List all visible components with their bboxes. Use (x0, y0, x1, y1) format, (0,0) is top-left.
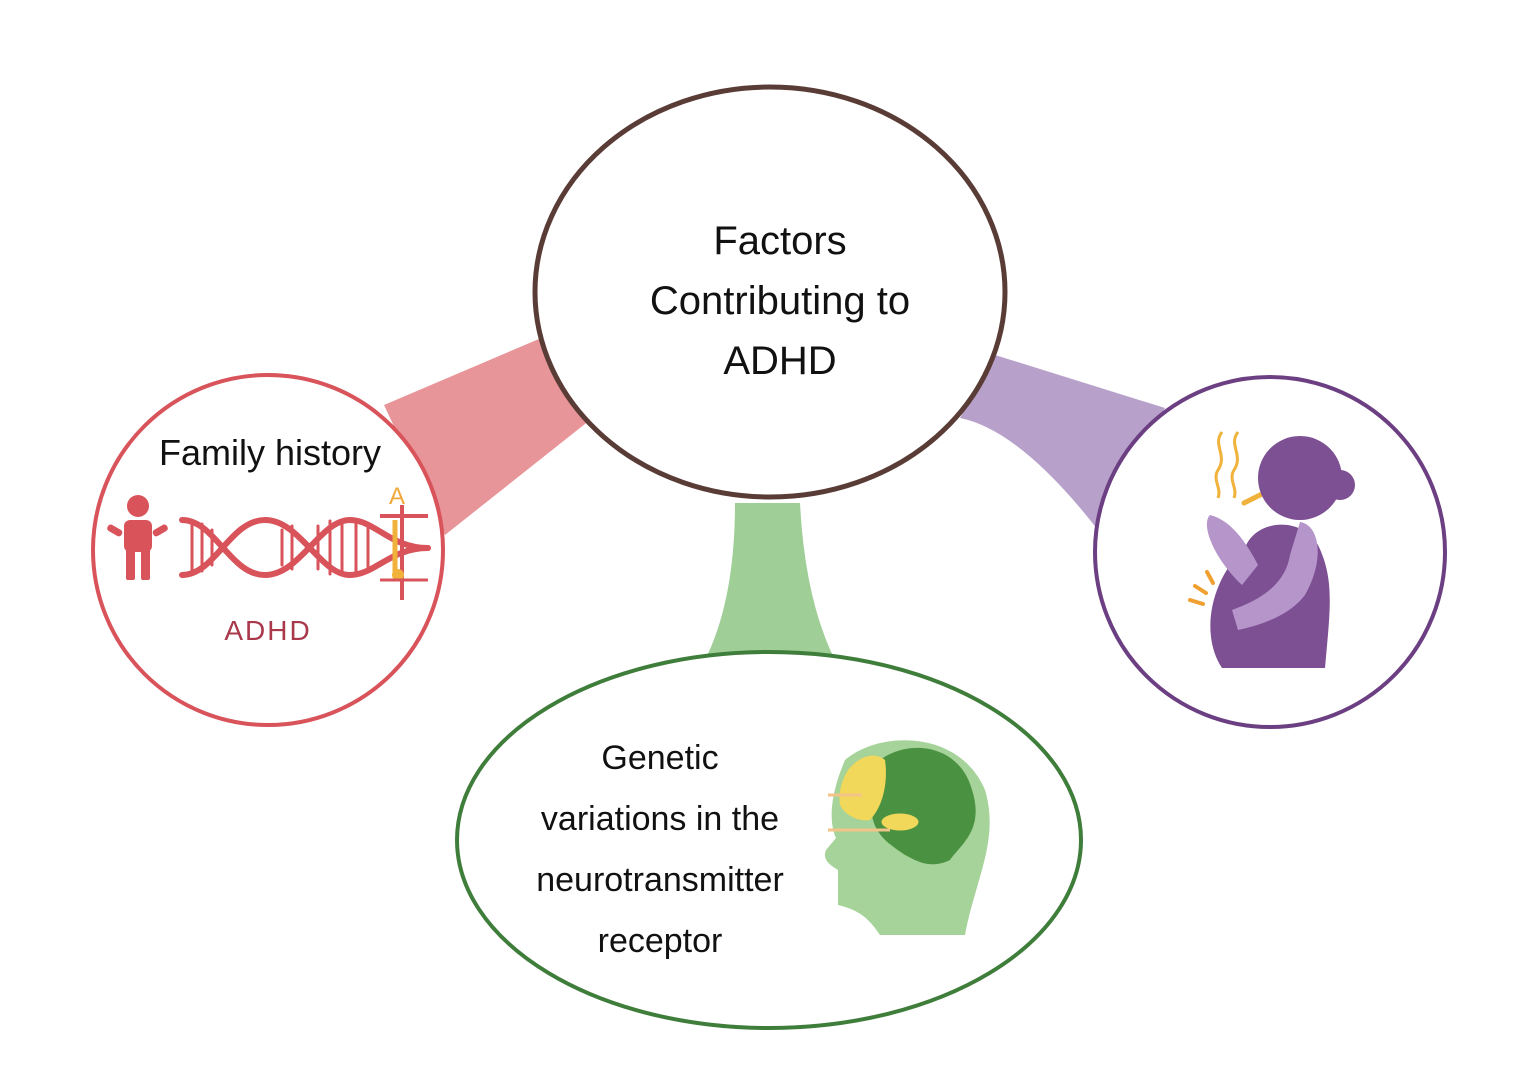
genetic-label-line: receptor (597, 922, 723, 960)
genetic-label-line: variations in the (540, 800, 780, 838)
gene-marker-icon (380, 505, 428, 600)
central-title-line: Contributing to (649, 279, 911, 323)
central-title-line: ADHD (723, 339, 837, 383)
adhd-caption: ADHD (224, 615, 311, 646)
pregnant-smoking-icon (1188, 431, 1355, 668)
family-history-node (91, 373, 445, 727)
genetic-label-line: Genetic (601, 739, 719, 777)
central-title-line: Factors (713, 219, 847, 263)
connector-family (384, 330, 590, 535)
person-icon (107, 495, 168, 580)
central-title: Factors Contributing to ADHD (590, 211, 970, 391)
gene-letter: A (389, 483, 405, 510)
central-node (532, 84, 1008, 500)
brain-head-icon (824, 740, 990, 935)
genetic-variations-label: Genetic variations in the neurotransmitt… (480, 728, 840, 972)
dna-icon (179, 516, 431, 579)
family-history-label: Family history (158, 432, 382, 473)
genetic-label-line: neurotransmitter (536, 861, 784, 899)
connector-genetic (705, 503, 835, 660)
